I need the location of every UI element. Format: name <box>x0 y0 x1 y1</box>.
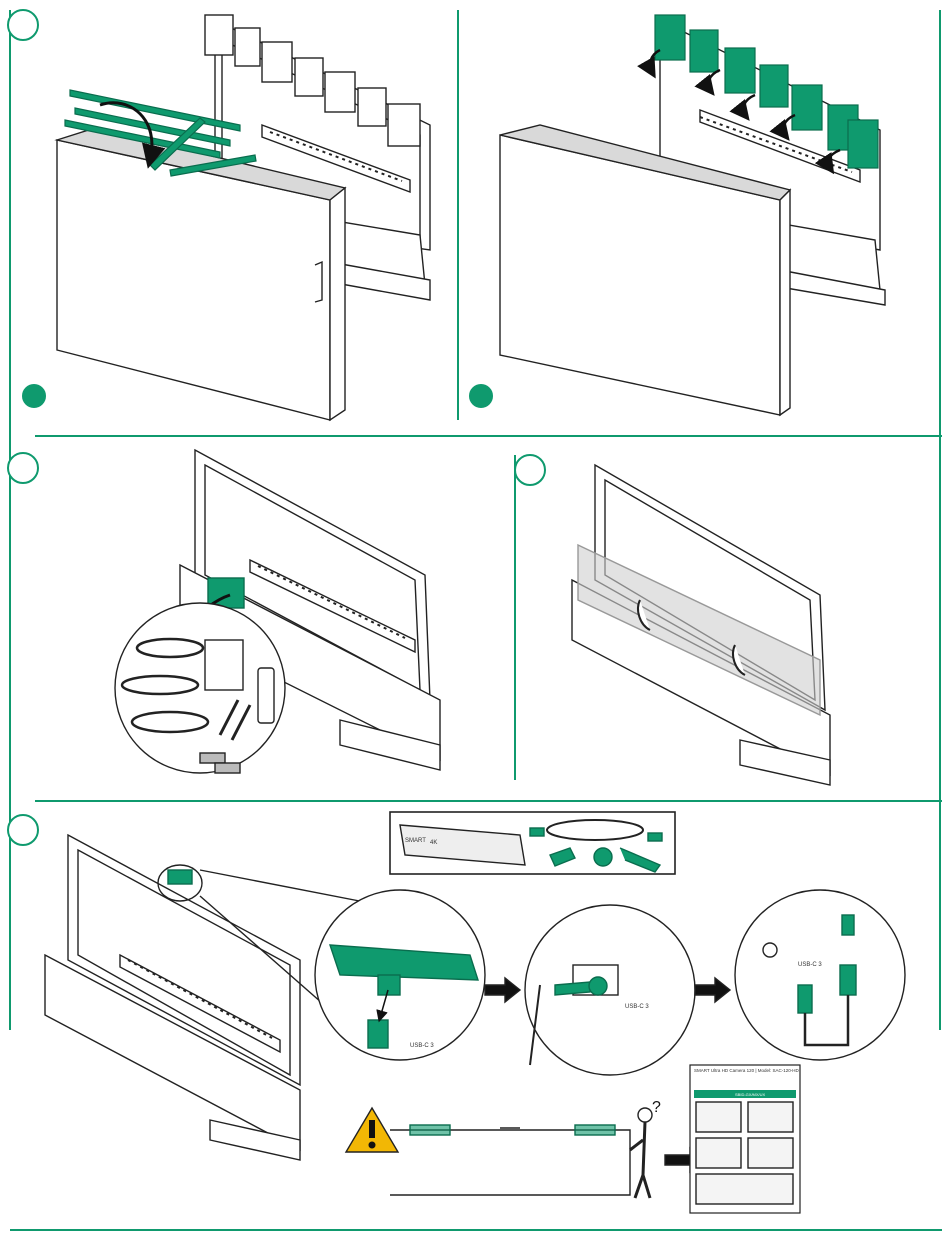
document-title: SMART Ultra HD Camera 120 | Model: SAC-1… <box>694 1068 800 1073</box>
camera-brand-label: SMART <box>405 838 426 844</box>
question-mark: ? <box>652 1099 661 1116</box>
arrow-right-icon-1 <box>485 978 520 1002</box>
document-subtitle: SBID-GX/MX/UX <box>735 1092 766 1097</box>
washer <box>594 848 612 866</box>
panel-5-camera-install: SMART 4K USB-C 3 USB-C 3 USB-C 3 <box>45 812 905 1213</box>
step-circle-1 <box>8 10 38 40</box>
usb-c-label-2: USB-C 3 <box>625 1004 649 1010</box>
display-top-frame <box>390 1130 630 1195</box>
camera-on-display <box>168 870 192 884</box>
person-head <box>638 1108 652 1122</box>
remote-control <box>258 668 274 723</box>
usb-c-label-3: USB-C 3 <box>798 962 822 968</box>
arrow-right-icon-2 <box>695 978 730 1002</box>
step-dot-1 <box>23 385 45 407</box>
step-circle-4 <box>8 815 38 845</box>
step-circle-3 <box>515 455 545 485</box>
panel-2-remove-top-blocks <box>500 15 885 415</box>
panel-4-lift-cover <box>572 465 830 785</box>
camera-model-label: 4K <box>430 840 437 846</box>
step-dot-2 <box>470 385 492 407</box>
step-circle-2 <box>8 453 38 483</box>
person-figure <box>630 1122 650 1198</box>
panel-1-remove-braces <box>57 15 430 420</box>
callout-usb-connect <box>735 890 905 1060</box>
usb-c-label-1: USB-C 3 <box>410 1043 434 1049</box>
panel-3-accessories <box>115 450 440 773</box>
front-box-edge <box>330 188 345 420</box>
quick-guide-sheet <box>205 640 243 690</box>
